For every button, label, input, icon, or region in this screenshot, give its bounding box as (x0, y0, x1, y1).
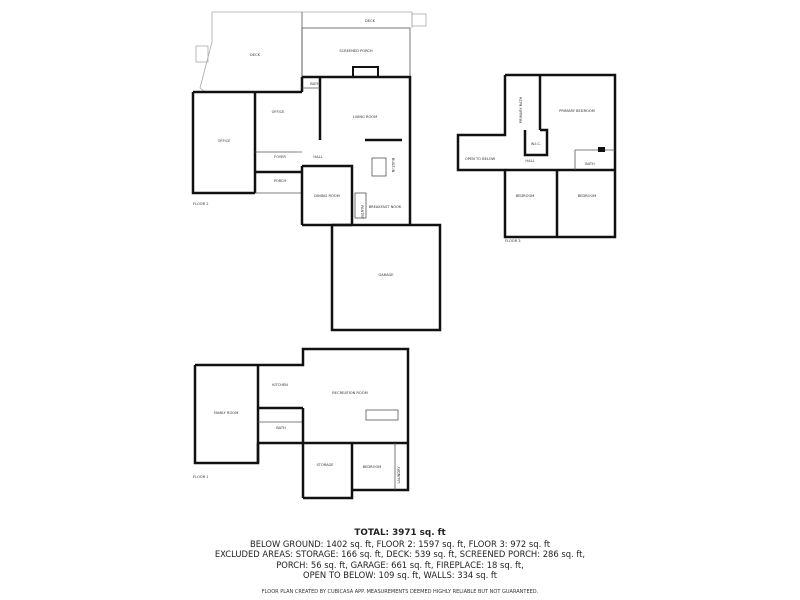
fireplace-icon (352, 66, 379, 78)
room-recreation-room: RECREATION ROOM (332, 391, 367, 395)
room-porch: PORCH (274, 179, 287, 183)
deck-outline (212, 11, 413, 28)
bar-counter (365, 409, 399, 421)
room-wic: W.I.C. (531, 142, 541, 146)
room-dining-room: DINING ROOM (314, 194, 339, 198)
floor-3-plan: FLOOR 3 PRIMARY BEDROOM PRIMARY BATH W.I… (456, 73, 617, 243)
summary-line-2: EXCLUDED AREAS: STORAGE: 166 sq. ft, DEC… (214, 549, 586, 560)
room-deck-top: DECK (365, 19, 376, 23)
room-office-large: OFFICE (218, 139, 232, 143)
room-built-in: BUILT-IN (391, 158, 395, 173)
kitchen-island (371, 157, 387, 177)
floor-2-plan: FLOOR 2 DECK DECK SCREENED PORCH OFFICE … (191, 11, 442, 332)
room-living-room: LIVING ROOM (353, 115, 377, 119)
floor-3-label: FLOOR 3 (505, 239, 521, 243)
chimney-icon (598, 147, 605, 152)
room-bath: BATH (276, 426, 286, 430)
room-pantry: PANTRY (360, 205, 364, 220)
room-hall: HALL (525, 159, 534, 163)
room-hall: HALL (313, 155, 322, 159)
floor-1-label: FLOOR 1 (193, 475, 209, 479)
deck-outline-left (199, 12, 213, 93)
floor-2-label: FLOOR 2 (193, 202, 209, 206)
deck-stairs-left (195, 45, 209, 63)
total-area: TOTAL: 3971 sq. ft (354, 528, 446, 538)
room-bath: BATH (585, 162, 595, 166)
room-primary-bath: PRIMARY BATH (519, 96, 523, 123)
room-breakfast-nook: BREAKFAST NOOK (369, 205, 402, 209)
room-primary-bedroom: PRIMARY BEDROOM (559, 109, 595, 113)
room-bedroom-left: BEDROOM (516, 194, 535, 198)
room-open-to-below: OPEN TO BELOW (465, 157, 496, 161)
room-bedroom-right: BEDROOM (578, 194, 597, 198)
garage-outline (330, 223, 442, 332)
room-laundry: LAUNDRY (397, 466, 401, 484)
room-family-room: FAMILY ROOM (214, 411, 238, 415)
area-summary: TOTAL: 3971 sq. ft BELOW GROUND: 1402 sq… (0, 528, 800, 598)
deck-stairs-right (411, 13, 427, 27)
room-screened-porch: SCREENED PORCH (339, 49, 373, 53)
disclaimer: FLOOR PLAN CREATED BY CUBICASA APP. MEAS… (261, 588, 539, 595)
room-bath: BATH (310, 82, 320, 86)
floor-1-plan: FLOOR 1 FAMILY ROOM KITCHEN BATH RECREAT… (193, 347, 410, 500)
summary-line-3: PORCH: 56 sq. ft, GARAGE: 661 sq. ft, FI… (276, 559, 524, 570)
room-bedroom: BEDROOM (363, 465, 382, 469)
summary-line-4: OPEN TO BELOW: 109 sq. ft, WALLS: 334 sq… (303, 570, 497, 581)
summary-line-1: BELOW GROUND: 1402 sq. ft, FLOOR 2: 1597… (249, 538, 550, 549)
room-storage: STORAGE (316, 463, 334, 467)
room-deck-large: DECK (250, 53, 261, 57)
room-garage: GARAGE (378, 273, 394, 277)
room-foyer: FOYER (274, 155, 286, 159)
room-kitchen: KITCHEN (272, 383, 288, 387)
room-office-small: OFFICE (272, 110, 286, 114)
